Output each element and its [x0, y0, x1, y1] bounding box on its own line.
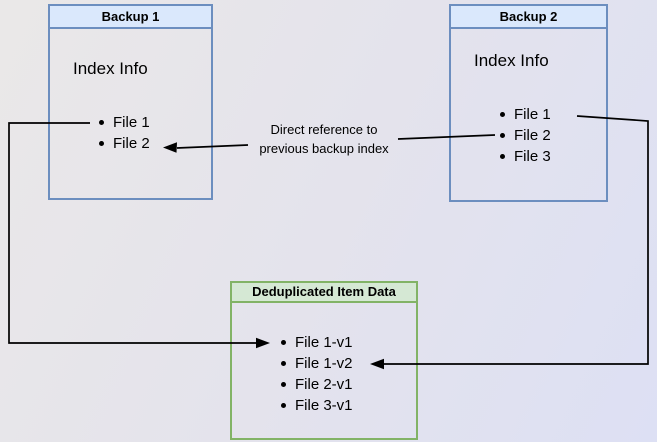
dedup-file-list: File 1-v1 File 1-v2 File 2-v1 File 3-v1: [281, 332, 353, 416]
bullet-icon: [99, 141, 104, 146]
bullet-icon: [500, 133, 505, 138]
file-label: File 3: [514, 148, 551, 165]
file-list-item: File 3-v1: [281, 395, 353, 416]
file-label: File 3-v1: [295, 397, 353, 414]
backup-2-index-info-label: Index Info: [474, 51, 549, 70]
backup-1-title: Backup 1: [50, 6, 211, 29]
file-label: File 1-v1: [295, 334, 353, 351]
deduplicated-item-data-title: Deduplicated Item Data: [232, 283, 416, 303]
file-label: File 1: [113, 114, 150, 131]
file-list-item: File 1-v1: [281, 332, 353, 353]
bullet-icon: [500, 112, 505, 117]
file-list-item: File 1-v2: [281, 353, 353, 374]
deduplicated-item-data-node: Deduplicated Item Data File 1-v1 File 1-…: [230, 281, 418, 440]
file-label: File 1-v2: [295, 355, 353, 372]
backup-1-file-list: File 1 File 2: [99, 112, 150, 154]
file-label: File 2: [113, 135, 150, 152]
direct-reference-annotation: Direct reference to previous backup inde…: [224, 120, 424, 158]
file-label: File 1: [514, 106, 551, 123]
backup-1-index-info-label: Index Info: [73, 59, 148, 78]
backup-2-node: Backup 2 Index Info File 1 File 2 File 3: [449, 4, 608, 202]
annotation-line-2: previous backup index: [259, 141, 389, 156]
annotation-line-1: Direct reference to: [270, 122, 378, 137]
bullet-icon: [281, 403, 286, 408]
file-list-item: File 3: [500, 146, 551, 167]
file-list-item: File 1: [500, 104, 551, 125]
file-list-item: File 1: [99, 112, 150, 133]
file-label: File 2-v1: [295, 376, 353, 393]
bullet-icon: [281, 340, 286, 345]
backup-2-file-list: File 1 File 2 File 3: [500, 104, 551, 167]
file-list-item: File 2: [500, 125, 551, 146]
bullet-icon: [99, 120, 104, 125]
file-list-item: File 2-v1: [281, 374, 353, 395]
bullet-icon: [281, 361, 286, 366]
bullet-icon: [500, 154, 505, 159]
bullet-icon: [281, 382, 286, 387]
file-list-item: File 2: [99, 133, 150, 154]
backup-2-title: Backup 2: [451, 6, 606, 29]
backup-1-node: Backup 1 Index Info File 1 File 2: [48, 4, 213, 200]
file-label: File 2: [514, 127, 551, 144]
